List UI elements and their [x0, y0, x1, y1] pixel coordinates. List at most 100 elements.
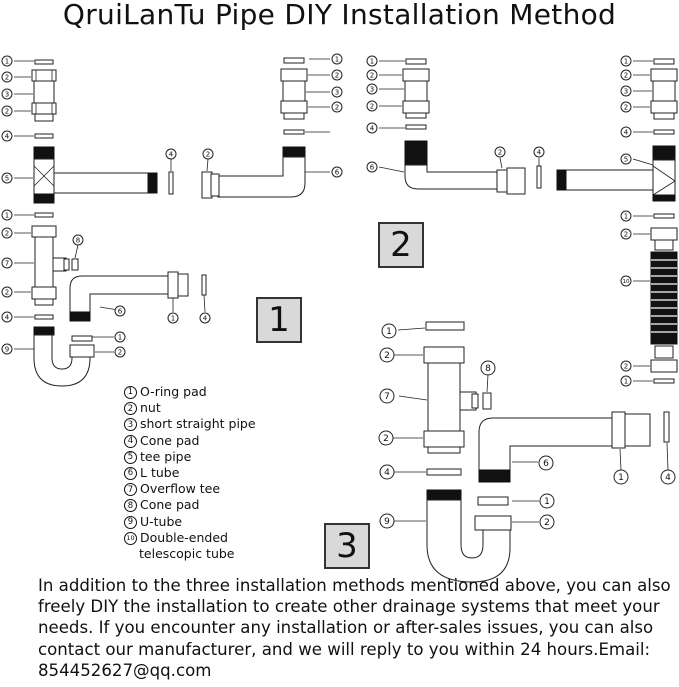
callout-2: 2	[624, 72, 628, 80]
callout-numbers-top-right: 1 2 3 2 4 6 2 4	[366, 55, 545, 173]
callout-1: 1	[624, 213, 628, 221]
legend-number: 5	[124, 450, 137, 464]
callout-2: 2	[5, 74, 9, 82]
callout-6: 6	[543, 459, 549, 469]
callout-1: 1	[624, 58, 628, 66]
callout-7: 7	[384, 392, 390, 402]
callout-1: 1	[118, 334, 122, 342]
callout-4: 4	[370, 125, 375, 133]
callout-leaders	[14, 58, 669, 523]
callout-4: 4	[5, 314, 10, 322]
legend-text: tee pipe	[140, 448, 192, 464]
callout-1: 1	[335, 56, 339, 64]
callout-6: 6	[370, 164, 375, 172]
legend-text: Double-ended	[140, 529, 228, 545]
legend-number: 3	[124, 418, 137, 432]
method-3-assembly	[423, 321, 670, 583]
callout-6: 6	[335, 169, 340, 177]
callout-numbers-method-3: 1 2 7 2 4 8 6 1 4 9 1 2	[378, 323, 676, 530]
legend-number: 4	[124, 434, 137, 448]
callout-numbers-lower-left: 6 1 4 1 2	[114, 305, 211, 358]
method-1-lower-stack	[31, 212, 207, 387]
callout-1: 1	[618, 473, 624, 483]
method-1-upper-stack	[31, 59, 158, 204]
callout-3: 3	[335, 89, 339, 97]
legend-text: short straight pipe	[140, 416, 256, 432]
callout-4: 4	[624, 129, 629, 137]
page-title: QruiLanTu Pipe DIY Installation Method	[62, 0, 617, 31]
legend-number: 6	[124, 467, 137, 481]
legend-number: 8	[124, 499, 137, 513]
method-1-label: 1	[256, 297, 302, 343]
callout-1: 1	[370, 58, 374, 66]
legend-text: Cone pad	[140, 497, 200, 513]
legend-text: U-tube	[140, 513, 183, 529]
callout-1: 1	[544, 497, 550, 507]
callout-1: 1	[624, 378, 628, 386]
callout-numbers-right-column: 1 2 3 2 4 5 1 2 10 2 1	[620, 55, 632, 387]
callout-2: 2	[5, 230, 9, 238]
callout-5: 5	[624, 156, 628, 164]
callout-1: 1	[171, 315, 175, 323]
legend-text-continuation: telescopic tube	[139, 546, 235, 562]
legend-number: 9	[124, 515, 137, 529]
callout-2: 2	[544, 518, 550, 528]
legend-number: 2	[124, 402, 137, 416]
callout-2: 2	[5, 289, 9, 297]
method-2-right-column	[556, 58, 678, 384]
legend-text: O-ring pad	[140, 384, 207, 399]
callout-2: 2	[384, 351, 390, 361]
callout-6: 6	[118, 308, 123, 316]
legend-text: Cone pad	[140, 432, 200, 448]
callout-1: 1	[386, 327, 392, 337]
callout-7: 7	[5, 260, 9, 268]
callout-2: 2	[5, 108, 9, 116]
callout-1: 1	[5, 58, 9, 66]
callout-3: 3	[370, 86, 374, 94]
callout-4: 4	[384, 468, 390, 478]
callout-9: 9	[5, 346, 9, 354]
method-3-label: 3	[324, 523, 370, 569]
callout-4: 4	[203, 315, 208, 323]
callout-3: 3	[5, 91, 9, 99]
callout-4: 4	[665, 473, 671, 483]
callout-8: 8	[485, 364, 491, 374]
legend-number: 10	[124, 531, 137, 545]
legend-text: nut	[140, 400, 161, 416]
method-1-horizontal-assembly	[168, 57, 308, 199]
callout-2: 2	[624, 363, 628, 371]
callout-4: 4	[169, 151, 174, 159]
legend-number: 7	[124, 483, 137, 497]
legend-text: Overflow tee	[140, 481, 221, 497]
callout-2: 2	[624, 104, 628, 112]
callout-1: 1	[5, 212, 9, 220]
callout-2: 2	[335, 72, 339, 80]
callout-2: 2	[370, 72, 374, 80]
callout-2: 2	[498, 149, 502, 157]
callout-2: 2	[624, 231, 628, 239]
callout-3: 3	[624, 88, 628, 96]
callout-4: 4	[5, 133, 10, 141]
legend-number: 1	[124, 386, 137, 399]
callout-4: 4	[537, 149, 542, 157]
callout-2: 2	[370, 103, 374, 111]
method-2-upper-assembly	[402, 58, 542, 195]
callout-2: 2	[335, 104, 339, 112]
footer-note: In addition to the three installation me…	[38, 576, 671, 680]
callout-2: 2	[206, 151, 210, 159]
callout-8: 8	[76, 237, 80, 245]
legend-text: L tube	[140, 465, 180, 481]
method-2-label: 2	[378, 222, 424, 268]
